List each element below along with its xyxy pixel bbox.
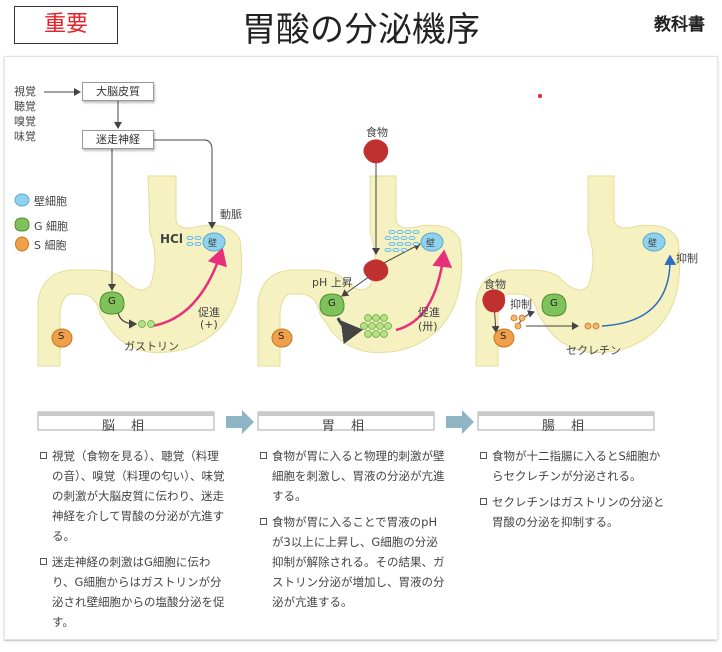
- gastrin-label-1: ガストリン: [124, 340, 179, 353]
- food-label-2: 食物: [484, 278, 506, 291]
- cerebral-cortex-box: 大脳皮質: [82, 82, 154, 101]
- red-dot-mark: [538, 94, 542, 98]
- food-bolus-top: [363, 139, 389, 164]
- divider: [4, 640, 716, 641]
- stomach-gastric-phase: [257, 175, 463, 367]
- parietal-cell-1: [202, 232, 226, 252]
- gastrin-arrow-2: [336, 317, 363, 345]
- sense-auditory: 聴覚: [14, 100, 36, 113]
- sense-list: 視覚 聴覚 嗅覚 味覚: [14, 84, 36, 144]
- promote-arrow-2: [395, 249, 453, 332]
- s-label-1: S: [58, 331, 65, 342]
- legend-s-label: S 細胞: [34, 239, 67, 252]
- s-cell-1: [51, 328, 73, 348]
- promote-label-1: 促進: [198, 306, 220, 319]
- gastrin-arrow-1: [117, 311, 138, 329]
- promote-plus-label: (+): [200, 318, 218, 331]
- importance-badge: 重要: [14, 6, 118, 44]
- gastrin-dots-2: [360, 314, 392, 338]
- phase-title-intestinal: 腸 相: [541, 419, 591, 434]
- sense-olfactory: 嗅覚: [14, 115, 36, 128]
- g-label-3: G: [550, 298, 558, 309]
- inhibit-label-1: 抑制: [510, 298, 532, 311]
- artery-label: 動脈: [220, 208, 242, 221]
- g-label-1: G: [108, 296, 116, 307]
- reference-label: 教科書: [654, 15, 705, 35]
- s-cell-2: [271, 328, 293, 348]
- stomach-brain-phase: [37, 175, 243, 367]
- secretin-dots-2: [584, 322, 600, 330]
- secretin-dots-1: [510, 314, 526, 330]
- page-title: 胃酸の分泌機序: [242, 10, 480, 50]
- secretin-label: セクレチン: [566, 344, 621, 357]
- food-bolus-duodenum: [482, 289, 506, 313]
- phase-bar-2: [257, 411, 435, 431]
- stomach-intestinal-phase: [475, 175, 681, 367]
- legend-parietal-label: 壁細胞: [34, 195, 67, 208]
- legend-g-swatch: [14, 217, 30, 232]
- sense-taste: 味覚: [14, 130, 36, 143]
- hcl-droplets-2: [384, 229, 420, 252]
- phase-bar-3: [477, 411, 655, 431]
- s-label-2: S: [278, 331, 285, 342]
- parietal-cell-2: [420, 232, 444, 252]
- g-cell-3: [541, 293, 567, 317]
- gastric-phase-text: 食物が胃に入ると物理的刺激が壁細胞を刺激し、胃液の分泌が亢進する。 食物が胃に入…: [260, 446, 446, 618]
- gastrin-dots-1: [138, 320, 155, 328]
- hcl-droplets-1: [186, 235, 202, 246]
- gastric-bullet-2: 食物が胃に入ることで胃液のpHが3以上に上昇し、G細胞の分泌抑制が解除される。そ…: [260, 512, 446, 612]
- parietal-cell-3: [642, 232, 666, 252]
- gastric-bullet-1: 食物が胃に入ると物理的刺激が壁細胞を刺激し、胃液の分泌が亢進する。: [260, 446, 446, 506]
- phase-transition-arrows: [226, 410, 474, 434]
- intestinal-bullet-1: 食物が十二指腸に入るとS細胞からセクレチンが分泌される。: [480, 446, 666, 486]
- brain-phase-text: 視覚（食物を見る）、聴覚（料理の音）、嗅覚（料理の匂い）、味覚の刺激が大脳皮質に…: [40, 446, 226, 638]
- vagus-nerve-box: 迷走神経: [82, 130, 154, 149]
- legend-parietal-swatch: [14, 193, 30, 207]
- brain-bullet-2: 迷走神経の刺激はG細胞に伝わり、G細胞からはガストリンが分泌され壁細胞からの塩酸…: [40, 552, 226, 632]
- g-cell-2: [319, 293, 345, 317]
- phase-title-brain: 脳 相: [101, 419, 151, 434]
- g-label-2: G: [328, 298, 336, 309]
- promote-label-2: 促進: [418, 306, 440, 319]
- legend-s-swatch: [15, 236, 29, 252]
- promote-plus3-label: (卅): [418, 320, 438, 333]
- promote-arrow-1: [151, 247, 227, 328]
- legend-g-label: G 細胞: [34, 220, 69, 233]
- phase-title-gastric: 胃 相: [321, 419, 371, 434]
- nerve-pathways: [44, 88, 216, 291]
- phase-bar-1: [37, 411, 215, 431]
- hcl-label: HCl: [160, 232, 183, 246]
- gastric-arrows: [341, 162, 421, 297]
- s-cell-3: [493, 328, 515, 348]
- food-bolus-stomach: [363, 259, 389, 282]
- food-label-1: 食物: [366, 126, 388, 139]
- secretin-arrow: [601, 254, 677, 327]
- intestinal-phase-text: 食物が十二指腸に入るとS細胞からセクレチンが分泌される。 セクレチンはガストリン…: [480, 446, 666, 538]
- wall-label-1: 壁: [208, 239, 218, 249]
- inhibit-label-2: 抑制: [676, 252, 698, 265]
- wall-label-3: 壁: [648, 239, 658, 249]
- sense-visual: 視覚: [14, 85, 36, 98]
- brain-bullet-1: 視覚（食物を見る）、聴覚（料理の音）、嗅覚（料理の匂い）、味覚の刺激が大脳皮質に…: [40, 446, 226, 546]
- wall-label-2: 壁: [426, 239, 436, 249]
- g-cell-1: [99, 291, 125, 315]
- ph-up-label: pH 上昇: [312, 276, 353, 289]
- s-label-3: S: [500, 331, 507, 342]
- intestinal-bullet-2: セクレチンはガストリンの分泌と胃酸の分泌を抑制する。: [480, 492, 666, 532]
